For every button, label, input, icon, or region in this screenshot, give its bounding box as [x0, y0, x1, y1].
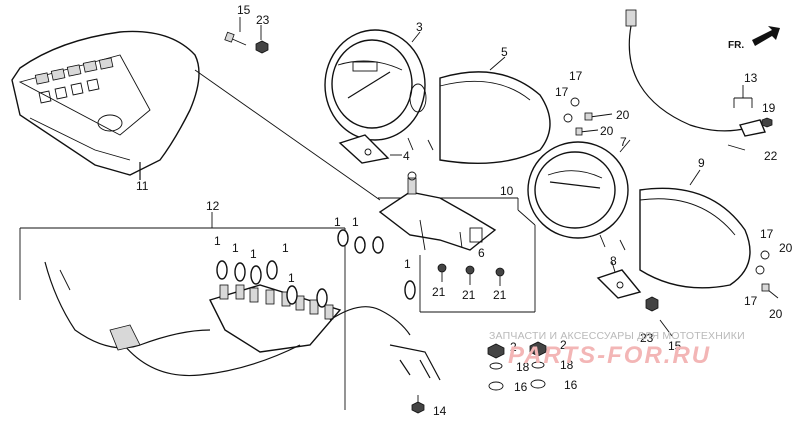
callout-22: 22: [764, 149, 778, 163]
upper-meter-assembly: [324, 29, 551, 165]
callout-7: 7: [620, 135, 627, 149]
callout-21-a: 21: [432, 285, 446, 299]
callout-8: 8: [610, 254, 617, 268]
instrument-cover-part: [11, 30, 200, 180]
callout-5: 5: [501, 45, 508, 59]
lower-meter-assembly: [527, 139, 751, 289]
meter-cable: [625, 9, 773, 151]
callout-1-h: 1: [404, 257, 411, 271]
callout-19: 19: [762, 101, 776, 115]
callout-17-b: 17: [555, 85, 569, 99]
wiring-harness-box: [19, 212, 441, 414]
callout-21-c: 21: [493, 288, 507, 302]
watermark-caption: ЗАПЧАСТИ И АКСЕССУАРЫ ДЛЯ МОТОТЕХНИКИ: [489, 330, 745, 342]
callout-16-a: 16: [514, 380, 528, 394]
callout-23-top: 23: [256, 13, 270, 27]
callout-1-a: 1: [214, 234, 221, 248]
callout-4: 4: [403, 149, 410, 163]
leader-line: [194, 69, 381, 201]
front-direction-arrow-icon: [752, 26, 780, 46]
callout-1-g: 1: [352, 215, 359, 229]
front-direction-label: FR.: [728, 40, 745, 51]
bracket-part-8: [596, 261, 642, 299]
bracket-part-4: [338, 134, 402, 164]
callout-20-b: 20: [600, 124, 614, 138]
callout-12: 12: [206, 199, 220, 213]
callout-1-e: 1: [288, 271, 295, 285]
callout-2-a: 2: [510, 340, 517, 354]
callout-11: 11: [136, 179, 149, 193]
callout-1-f: 1: [334, 215, 341, 229]
callout-1-c: 1: [250, 247, 257, 261]
callout-17-a: 17: [569, 69, 583, 83]
bolt-and-nut-top: [224, 17, 269, 54]
callout-1-b: 1: [232, 241, 239, 255]
bottom-hardware: [487, 296, 673, 391]
callout-21-b: 21: [462, 288, 476, 302]
callout-14: 14: [433, 404, 447, 418]
callout-23-bottom: 23: [640, 331, 654, 345]
callout-18-b: 18: [560, 358, 574, 372]
callout-9: 9: [698, 156, 705, 170]
watermark-logo: PARTS-FOR.RU: [508, 342, 712, 369]
callout-1-d: 1: [282, 241, 289, 255]
screws-upper: [563, 97, 613, 136]
screws-lower: [755, 250, 779, 299]
callout-3: 3: [416, 20, 423, 34]
callout-labels: 15 23 3 5 4 11 17 17 20 20 7 13 19 22 9 …: [136, 3, 793, 418]
meter-stay-bracket: [378, 171, 536, 313]
callout-2-b: 2: [560, 338, 567, 352]
callout-17-c: 17: [760, 227, 774, 241]
callout-20-d: 20: [769, 307, 783, 321]
callout-18-a: 18: [516, 360, 530, 374]
callout-13: 13: [744, 71, 758, 85]
callout-17-d: 17: [744, 294, 758, 308]
callout-20-a: 20: [616, 108, 630, 122]
callout-20-c: 20: [779, 241, 793, 255]
callout-6: 6: [478, 246, 485, 260]
callout-15-bottom: 15: [668, 339, 682, 353]
callout-10: 10: [500, 184, 514, 198]
callout-15-top: 15: [237, 3, 251, 17]
callout-16-b: 16: [564, 378, 578, 392]
